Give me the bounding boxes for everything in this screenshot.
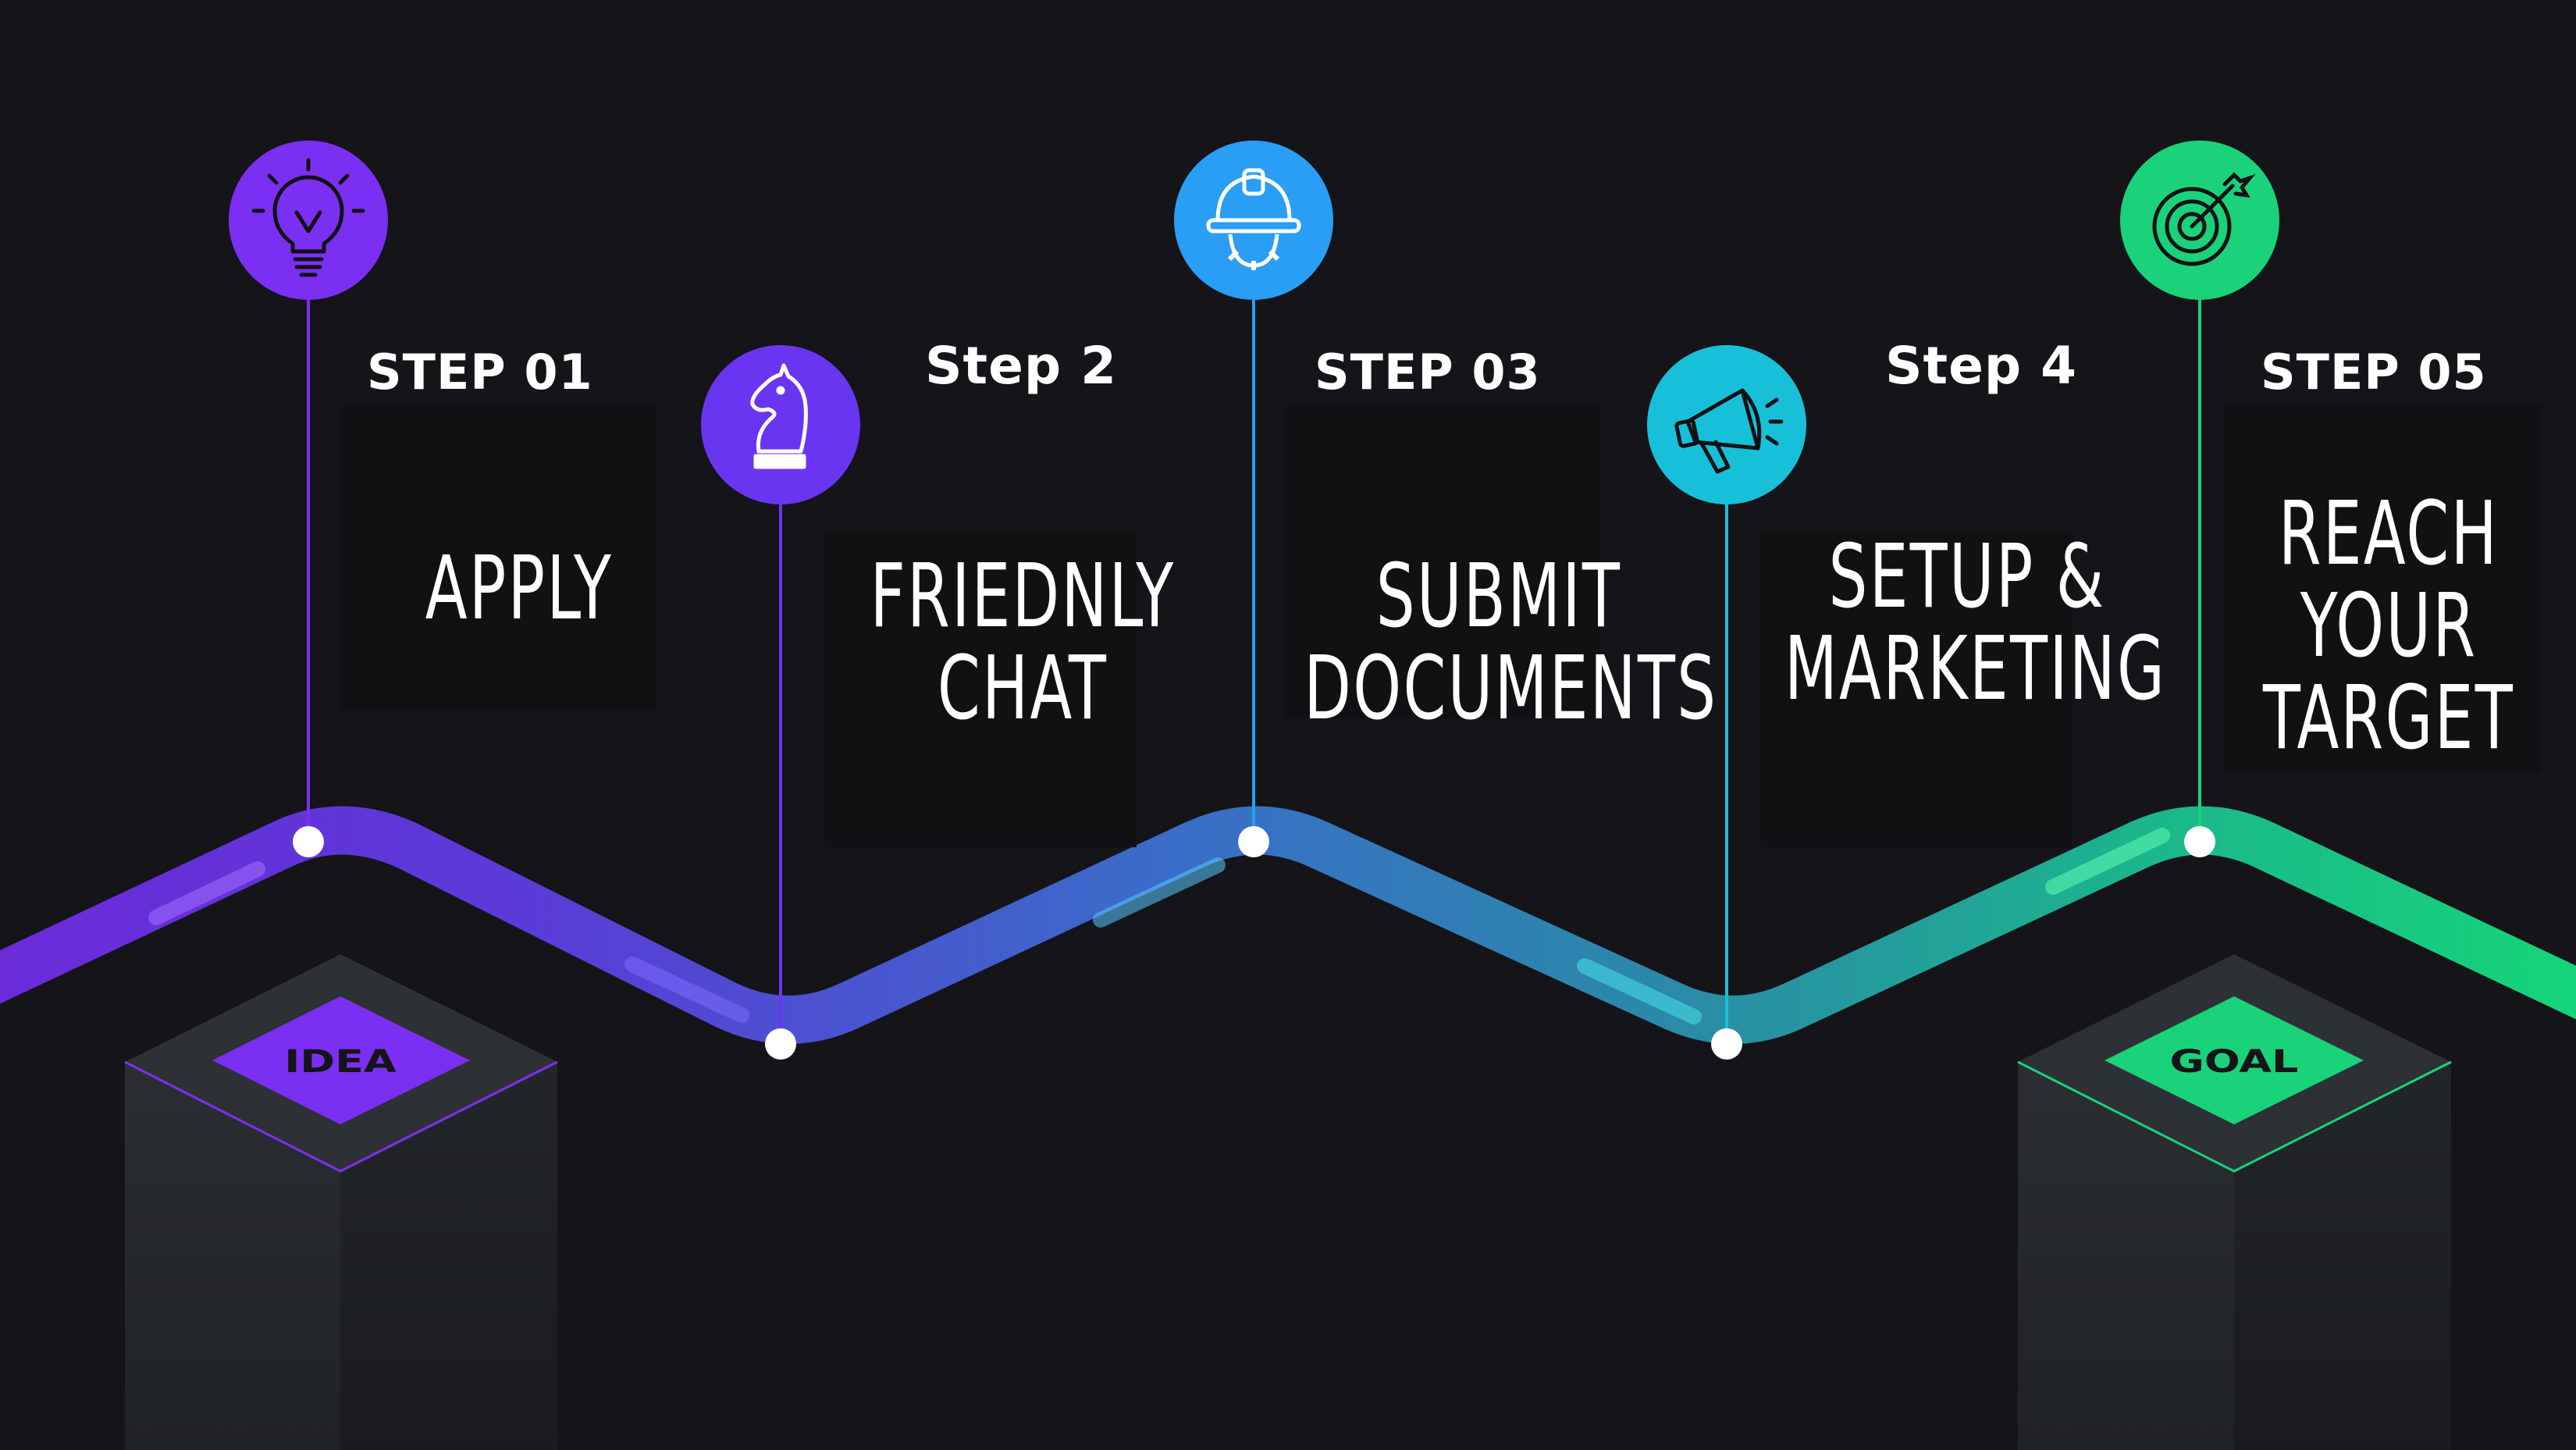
step-2-label: Step 2 [925, 336, 1117, 396]
road-highlights [148, 828, 2170, 1024]
dot-step-4 [1711, 1028, 1742, 1060]
step-2-title: FRIEDNLY CHAT [852, 550, 1194, 735]
chess-knight-icon [750, 363, 808, 469]
step-4-icon-circle [1647, 345, 1806, 504]
step-3-title: SUBMIT DOCUMENTS [1304, 546, 1718, 739]
step-1-icon-circle [229, 141, 388, 300]
step-5-title-line-1: REACH [2278, 483, 2500, 585]
step-1-title-line-1: APPLY [425, 538, 614, 639]
step-4-title-box [1760, 531, 2073, 847]
target-arrow-icon [2152, 172, 2256, 266]
step-5-label: STEP 05 [2261, 344, 2487, 401]
goal-label: GOAL [2170, 1044, 2299, 1081]
step-1-title-box [340, 406, 656, 711]
dot-step-3 [1238, 826, 1269, 857]
goal-pillar: GOAL [2017, 954, 2452, 1450]
step-5-title-box [2225, 406, 2541, 773]
step-1-title: APPLY [376, 543, 663, 635]
step-2-title-line-1: FRIEDNLY [870, 546, 1176, 647]
lightbulb-icon [251, 158, 365, 277]
step-2-title-box [824, 531, 1137, 847]
path-dots [293, 826, 2215, 1060]
dot-step-5 [2184, 826, 2215, 857]
dot-step-2 [765, 1028, 796, 1060]
step-4-title-line-2: MARKETING [1784, 618, 2167, 720]
step-4-label: Step 4 [1885, 336, 2077, 396]
step-2-icon-circle [701, 345, 860, 504]
step-3-title-box [1284, 406, 1600, 718]
step-4-title-line-1: SETUP & [1828, 526, 2106, 628]
step-5-title-line-2: YOUR [2300, 575, 2478, 677]
step-1-label: STEP 01 [367, 344, 593, 401]
dot-step-1 [293, 826, 324, 857]
step-3-label: STEP 03 [1315, 344, 1541, 401]
step-2-title-line-2: CHAT [937, 638, 1108, 739]
idea-badge [212, 996, 470, 1124]
step-4-title: SETUP & MARKETING [1784, 526, 2167, 720]
hardhat-gear-icon [1206, 168, 1301, 270]
connectors [307, 297, 2201, 1044]
icon-circles [229, 141, 2279, 504]
idea-label: IDEA [284, 1044, 397, 1081]
megaphone-icon [1674, 388, 1784, 474]
step-5-title-line-3: TARGET [2262, 668, 2515, 769]
idea-pillar: IDEA [124, 954, 558, 1450]
step-5-title: REACH YOUR TARGET [2230, 488, 2547, 764]
step-3-title-line-2: DOCUMENTS [1304, 638, 1718, 739]
step-3-title-line-1: SUBMIT [1375, 546, 1622, 647]
goal-badge [2105, 996, 2364, 1124]
